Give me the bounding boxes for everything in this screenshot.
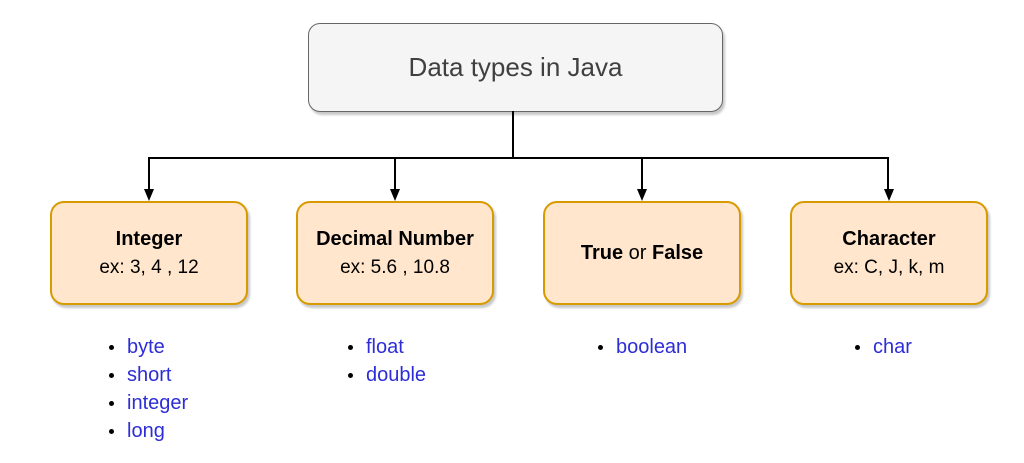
branch-node-decimal-number: Decimal Number ex: 5.6 , 10.8 xyxy=(296,201,494,305)
bullet-icon xyxy=(109,428,114,434)
list-item-label: integer xyxy=(127,391,189,414)
list-item: char xyxy=(855,333,912,361)
false-label: False xyxy=(652,242,704,264)
connector-drop-character xyxy=(887,157,889,192)
connector-drop-decimal xyxy=(394,157,396,192)
list-item: byte xyxy=(109,333,188,361)
branch-title-true-or-false: True or False xyxy=(581,243,703,263)
list-item-label: boolean xyxy=(616,335,688,358)
decimal-types-list: float double xyxy=(348,333,426,389)
connector-root-stem xyxy=(512,111,514,158)
arrowhead-decimal-icon xyxy=(390,189,400,201)
list-item: float xyxy=(348,333,426,361)
list-item-label: char xyxy=(873,335,912,358)
list-item: short xyxy=(109,361,188,389)
branch-example-character: ex: C, J, k, m xyxy=(833,257,945,278)
bullet-icon xyxy=(109,400,114,406)
connector-horizontal-bus xyxy=(148,157,889,159)
list-item: double xyxy=(348,361,426,389)
bullet-icon xyxy=(348,372,353,378)
arrowhead-boolean-icon xyxy=(637,189,647,201)
list-item: boolean xyxy=(598,333,687,361)
integer-types-list: byte short integer long xyxy=(109,333,188,445)
bullet-icon xyxy=(855,344,860,350)
character-types-list: char xyxy=(855,333,912,361)
list-item-label: long xyxy=(127,419,165,442)
branch-node-integer: Integer ex: 3, 4 , 12 xyxy=(50,201,248,305)
true-label: True xyxy=(580,242,624,264)
list-item: integer xyxy=(109,389,188,417)
arrowhead-integer-icon xyxy=(144,189,154,201)
list-item-label: byte xyxy=(127,335,165,358)
branch-node-character: Character ex: C, J, k, m xyxy=(790,201,988,305)
bullet-icon xyxy=(598,344,603,350)
bullet-icon xyxy=(109,344,114,350)
root-node-label: Data types in Java xyxy=(408,52,623,82)
or-label: or xyxy=(623,242,652,264)
bullet-icon xyxy=(348,344,353,350)
branch-title-integer: Integer xyxy=(115,228,183,250)
list-item-label: double xyxy=(366,363,427,386)
bullet-icon xyxy=(109,372,114,378)
branch-title-character: Character xyxy=(842,228,936,250)
arrowhead-character-icon xyxy=(884,189,894,201)
branch-title-decimal-number: Decimal Number xyxy=(316,228,474,250)
boolean-types-list: boolean xyxy=(598,333,687,361)
connector-drop-boolean xyxy=(641,157,643,192)
branch-node-true-or-false: True or False xyxy=(543,201,741,305)
list-item: long xyxy=(109,417,188,445)
root-node-data-types: Data types in Java xyxy=(308,23,723,112)
branch-example-decimal-number: ex: 5.6 , 10.8 xyxy=(340,257,450,278)
branch-example-integer: ex: 3, 4 , 12 xyxy=(99,257,199,278)
connector-drop-integer xyxy=(148,157,150,192)
list-item-label: short xyxy=(127,363,172,386)
list-item-label: float xyxy=(366,335,404,358)
